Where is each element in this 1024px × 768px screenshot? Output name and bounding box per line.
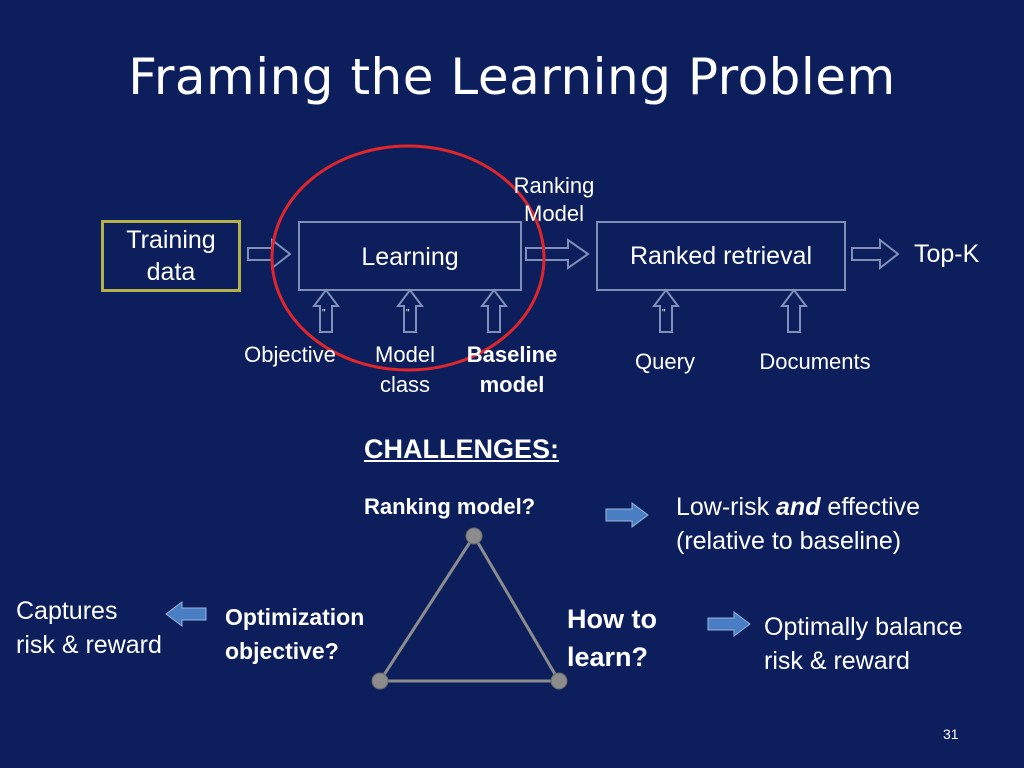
optimization-answer-line2: risk & reward xyxy=(16,631,162,659)
learning-label: Learning xyxy=(361,243,459,271)
baseline-model-line2: model xyxy=(479,372,545,397)
arrow-right-ranking xyxy=(605,502,649,528)
model-class-label: Model class xyxy=(362,340,448,400)
ranking-model-line2: Model xyxy=(524,201,584,226)
ranking-answer-line2: (relative to baseline) xyxy=(676,527,902,555)
training-data-box: Training data xyxy=(101,220,241,292)
tick-objective: " xyxy=(322,308,326,319)
how-to-learn-question: How to learn? xyxy=(567,600,657,676)
arrow-up-objective xyxy=(312,288,340,333)
arrow-left-optimization xyxy=(165,601,207,627)
training-data-line1: Training xyxy=(126,226,216,254)
ranked-retrieval-box: Ranked retrieval xyxy=(596,221,846,291)
arrow-training-to-learning xyxy=(247,237,292,271)
model-class-line1: Model xyxy=(375,342,435,367)
ranking-model-label: Ranking Model xyxy=(498,172,610,228)
documents-label: Documents xyxy=(759,349,871,374)
arrow-right-how-to-learn xyxy=(707,611,751,637)
ranking-answer-line1: Low-risk and effective xyxy=(676,490,920,524)
slide-number: 31 xyxy=(943,726,959,742)
slide-title: Framing the Learning Problem xyxy=(128,48,896,106)
tick-model-class: " xyxy=(406,308,410,319)
arrow-up-baseline xyxy=(480,288,508,333)
arrow-retrieval-to-topk xyxy=(851,237,900,271)
baseline-model-line1: Baseline xyxy=(466,342,558,367)
arrow-up-query xyxy=(652,288,680,333)
learning-box: Learning xyxy=(298,221,522,291)
how-to-learn-answer-line2: risk & reward xyxy=(764,647,910,675)
how-to-learn-answer: Optimally balance risk & reward xyxy=(764,610,963,678)
training-data-line2: data xyxy=(146,258,196,286)
how-to-learn-answer-line1: Optimally balance xyxy=(764,613,963,641)
optimization-answer: Captures risk & reward xyxy=(16,594,162,662)
arrow-up-documents xyxy=(780,288,808,333)
arrow-learning-to-retrieval xyxy=(525,238,590,270)
how-to-learn-line2: learn? xyxy=(567,642,649,672)
ranking-model-answer: Low-risk and effective (relative to base… xyxy=(676,490,920,558)
ranked-retrieval-label: Ranked retrieval xyxy=(629,241,813,270)
top-k-label: Top-K xyxy=(914,240,980,268)
tick-query: " xyxy=(662,308,666,319)
optimization-answer-line1: Captures xyxy=(16,597,118,625)
optimization-question-line1: Optimization xyxy=(225,604,365,630)
ranking-answer-pre: Low-risk xyxy=(676,493,777,521)
ranking-answer-post: effective xyxy=(820,493,921,521)
query-label: Query xyxy=(635,349,695,374)
ranking-answer-emphasis: and xyxy=(776,493,821,521)
how-to-learn-line1: How to xyxy=(567,604,657,634)
optimization-question: Optimization objective? xyxy=(225,600,364,668)
optimization-question-line2: objective? xyxy=(225,638,339,664)
red-highlight-circle xyxy=(270,144,546,372)
baseline-model-label: Baseline model xyxy=(452,340,572,400)
objective-label: Objective xyxy=(244,342,336,367)
challenge-triangle xyxy=(371,527,568,690)
ranking-model-line1: Ranking xyxy=(513,173,595,198)
challenges-heading: CHALLENGES: xyxy=(364,434,559,464)
arrow-up-model-class xyxy=(396,288,424,333)
model-class-line2: class xyxy=(379,372,431,397)
ranking-model-question: Ranking model? xyxy=(364,494,536,519)
